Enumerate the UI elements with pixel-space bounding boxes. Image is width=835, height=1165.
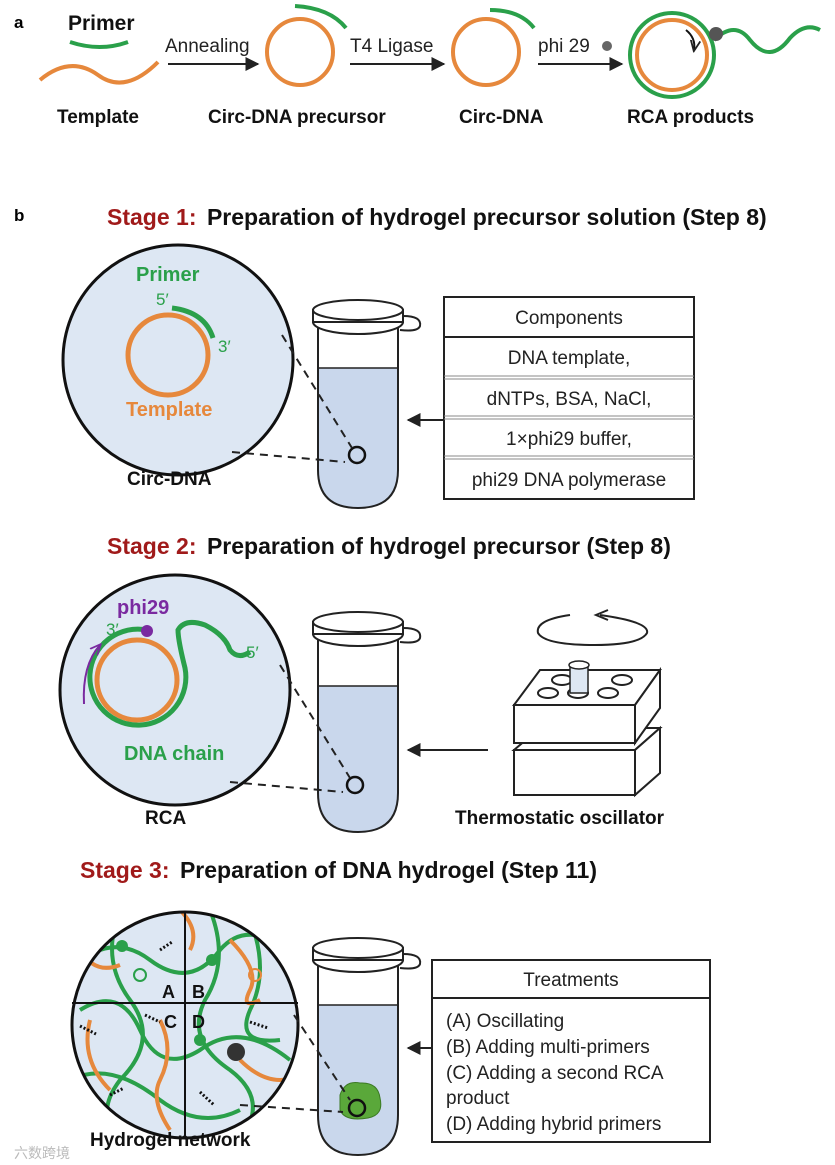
stage1-template-ring (125, 312, 211, 398)
rca-products-label: RCA products (627, 107, 754, 128)
stage1-heading: Preparation of hydrogel precursor soluti… (207, 204, 767, 230)
treatment-item: (C) Adding a second RCA (446, 1063, 664, 1084)
phi29-polymerase-icon (709, 27, 723, 41)
primer-label: Primer (68, 12, 135, 35)
stage1-zoom-line-bottom (231, 451, 346, 463)
rca-tail (712, 25, 821, 54)
stage2-phi29-label: phi29 (117, 597, 169, 619)
circ-dna-primer (489, 8, 536, 30)
annealing-label: Annealing (165, 36, 250, 57)
stage1-magnified-circle (61, 243, 295, 477)
polymerase-dot-icon (602, 41, 612, 51)
stage3-prefix: Stage 3: (80, 857, 169, 883)
template-label: Template (57, 107, 139, 128)
components-table: Components DNA template, dNTPs, BSA, NaC… (443, 296, 695, 500)
panel-a-label: a (14, 13, 24, 32)
stage1-prefix: Stage 1: (107, 204, 196, 230)
circ-dna-ring (451, 17, 521, 87)
stage2-dna-chain-label: DNA chain (124, 743, 224, 765)
circ-dna-precursor-label: Circ-DNA precursor (208, 107, 386, 128)
watermark-text: 六数跨境 (14, 1145, 70, 1161)
stage2-direction-arrow (82, 645, 100, 705)
panel-b-label: b (14, 206, 24, 225)
primer-strand (69, 40, 129, 49)
stage2-five-prime: 5′ (246, 643, 259, 662)
rca-direction-arrow (685, 29, 694, 50)
stage2-phi29-dot-icon (141, 625, 153, 637)
stage1-circle-caption: Circ-DNA (127, 469, 212, 490)
stage1-tube (312, 299, 422, 510)
stage1-title: Stage 1: Preparation of hydrogel precurs… (107, 204, 767, 230)
hydrogel-network-circle (70, 910, 300, 1140)
treatment-item: (B) Adding multi-primers (446, 1037, 650, 1058)
stage1-primer-label: Primer (136, 264, 200, 286)
stage2-heading: Preparation of hydrogel precursor (Step … (207, 533, 671, 559)
treatment-item: (A) Oscillating (446, 1011, 564, 1032)
component-item: phi29 DNA polymerase (472, 470, 666, 491)
precursor-primer (294, 4, 348, 30)
stage3-heading: Preparation of DNA hydrogel (Step 11) (180, 857, 597, 883)
stage2-prefix: Stage 2: (107, 533, 196, 559)
phi29-label: phi 29 (538, 36, 590, 57)
treatments-header: Treatments (523, 970, 618, 991)
stage3-circle-caption: Hydrogel network (90, 1130, 251, 1151)
stage1-template-label: Template (126, 399, 212, 421)
treatment-item: product (446, 1088, 510, 1109)
thermostatic-oscillator-icon (511, 609, 663, 798)
stage1-three-prime: 3′ (218, 337, 231, 356)
quadrant-a-label: A (162, 982, 175, 1002)
template-strand (38, 60, 160, 85)
treatment-item: (D) Adding hybrid primers (446, 1114, 661, 1135)
stage2-zoom-line-bottom (229, 781, 344, 793)
component-item: DNA template, (508, 348, 631, 369)
stage1-five-prime: 5′ (156, 290, 169, 309)
quadrant-c-label: C (164, 1012, 177, 1032)
quadrant-d-label: D (192, 1012, 205, 1032)
t4-ligase-label: T4 Ligase (350, 36, 433, 57)
quadrant-b-label: B (192, 982, 205, 1002)
stage2-device-caption: Thermostatic oscillator (455, 808, 665, 829)
components-header: Components (515, 308, 623, 329)
treatments-table: Treatments (A) Oscillating (B) Adding mu… (431, 959, 711, 1143)
stage3-tube (312, 937, 422, 1157)
stage3-title: Stage 3: Preparation of DNA hydrogel (St… (80, 857, 597, 883)
stage2-dna-chain-strand (87, 619, 252, 728)
stage2-tube (312, 611, 422, 834)
stage2-template-ring (94, 637, 180, 723)
stage3-zoom-line-top (293, 1014, 351, 1101)
stage2-circle-caption: RCA (145, 808, 186, 829)
component-item: 1×phi29 buffer, (506, 429, 632, 450)
component-item: dNTPs, BSA, NaCl, (487, 389, 652, 410)
stage1-primer-strand (171, 305, 216, 339)
rca-product-ring (635, 18, 709, 92)
circ-dna-label: Circ-DNA (459, 107, 544, 128)
stage3-zoom-line-bottom (239, 1104, 344, 1113)
rca-product-outer (628, 11, 716, 99)
stage2-title: Stage 2: Preparation of hydrogel precurs… (107, 533, 671, 559)
circ-dna-precursor-ring (265, 17, 335, 87)
